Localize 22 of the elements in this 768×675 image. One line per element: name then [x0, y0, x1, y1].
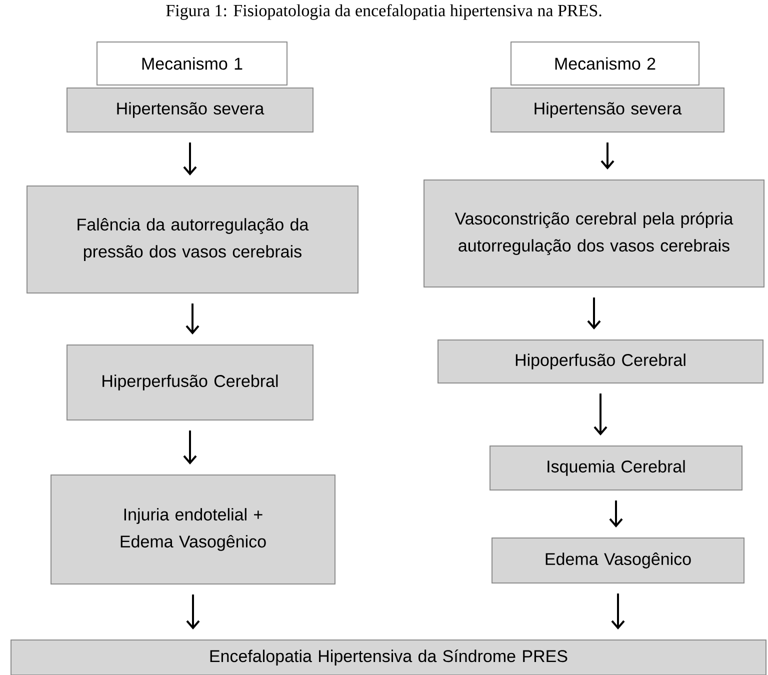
- header-box: Mecanismo 2: [510, 42, 700, 86]
- process-box: Hipertensão severa: [66, 88, 314, 132]
- arrow: [594, 394, 608, 436]
- process-box: Hipertensão severa: [490, 88, 724, 132]
- process-box: Hiperperfusão Cerebral: [66, 344, 314, 420]
- arrow: [186, 594, 200, 630]
- process-box: Hipoperfusão Cerebral: [438, 340, 764, 384]
- arrow: [587, 298, 601, 330]
- arrow: [183, 142, 197, 176]
- process-box: Encefalopatia Hipertensiva da Síndrome PRES: [10, 640, 766, 675]
- figure-title: Figura 1: Fisiopatologia da encefalopatia hipertensiva na PRES.: [166, 4, 602, 20]
- arrow: [600, 142, 614, 170]
- arrow: [609, 500, 623, 528]
- process-box: Injuria endotelial + Edema Vasogênico: [50, 474, 336, 584]
- process-box: Vasoconstrição cerebral pela própria autorregulação dos vasos cerebrais: [424, 180, 764, 288]
- arrow: [183, 430, 197, 464]
- process-box: Edema Vasogênico: [492, 538, 744, 584]
- arrow: [186, 304, 200, 334]
- process-box: Isquemia Cerebral: [490, 446, 742, 490]
- arrow: [611, 594, 625, 630]
- header-box: Mecanismo 1: [96, 42, 288, 86]
- process-box: Falência da autorregulação da pressão dos vasos cerebrais: [26, 186, 358, 294]
